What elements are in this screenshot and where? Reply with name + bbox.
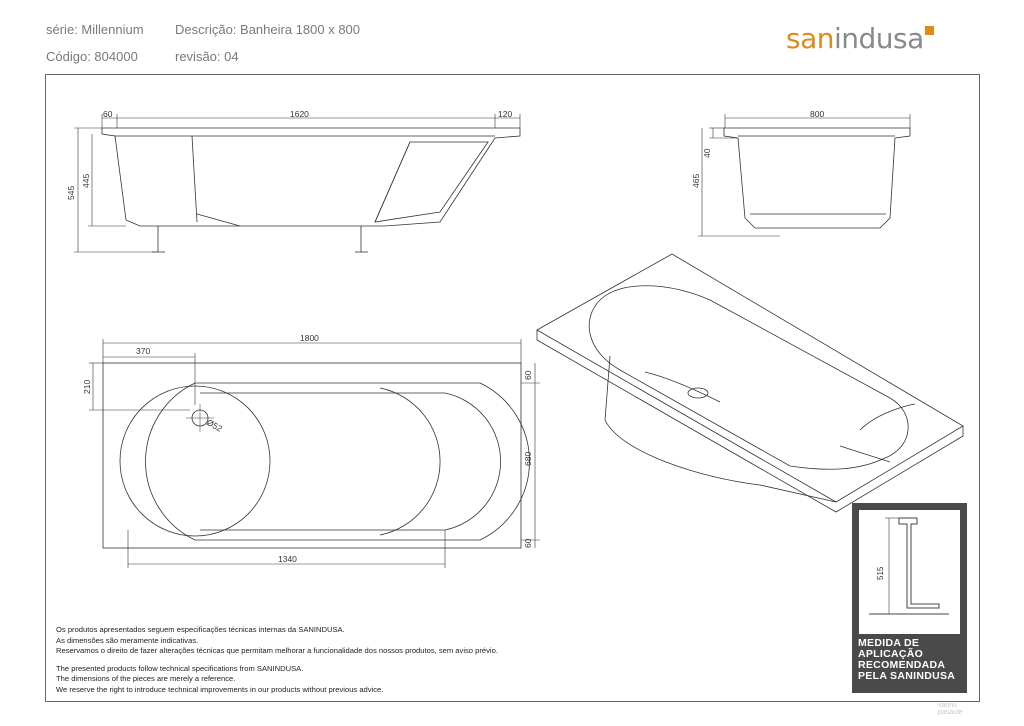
- logo-part-1: san: [786, 22, 835, 55]
- watermark: vannu pasaule: [938, 702, 963, 716]
- plan-dim-60-bottom: 60: [523, 538, 533, 548]
- plan-view: [89, 339, 540, 568]
- end-dim-800: 800: [810, 109, 824, 119]
- code-label: Código: 804000: [46, 49, 138, 64]
- side-view: [74, 114, 521, 253]
- drawing-frame: [45, 74, 980, 702]
- recommendation-line-1: MEDIDA DE: [858, 637, 920, 649]
- description-label: Descrição: Banheira 1800 x 800: [175, 22, 361, 37]
- note-pt-1: Os produtos apresentados seguem especifi…: [56, 625, 345, 634]
- plan-dim-1800: 1800: [300, 333, 319, 343]
- note-pt-3: Reservamos o direito de fazer alterações…: [56, 646, 498, 655]
- recommendation-line-4: PELA SANINDUSA: [858, 670, 956, 682]
- plan-dim-52: Ø52: [205, 417, 224, 434]
- side-dim-1620: 1620: [290, 109, 309, 119]
- plan-dim-1340: 1340: [278, 554, 297, 564]
- installation-height-diagram: 515: [859, 510, 960, 634]
- note-en-2: The dimensions of the pieces are merely …: [56, 674, 236, 683]
- watermark-line-1: vannu: [938, 702, 958, 709]
- recommendation-text: MEDIDA DE APLICAÇÃO RECOMENDADA PELA SAN…: [858, 638, 955, 682]
- recommendation-line-2: APLICAÇÃO: [858, 648, 924, 660]
- note-pt-2: As dimensões são meramente indicativas.: [56, 635, 199, 645]
- side-dim-545: 545: [66, 186, 76, 200]
- plan-dim-60-top: 60: [523, 370, 533, 380]
- end-view: [698, 114, 911, 237]
- revision-label: revisão: 04: [175, 49, 239, 64]
- end-dim-40: 40: [702, 148, 712, 158]
- note-en-1: The presented products follow technical …: [56, 663, 304, 673]
- note-en-3: We reserve the right to introduce techni…: [56, 684, 384, 694]
- recommendation-badge: 515 MEDIDA DE APLICAÇÃO RECOMENDADA PELA…: [852, 503, 967, 693]
- plan-dim-210: 210: [82, 380, 92, 394]
- sanindusa-logo: sanindusa: [786, 22, 934, 55]
- serie-label: série: Millennium: [46, 22, 144, 37]
- recommendation-line-3: RECOMENDADA: [858, 659, 946, 671]
- plan-dim-370: 370: [136, 346, 150, 356]
- side-dim-445: 445: [81, 174, 91, 188]
- logo-mark-icon: [924, 26, 934, 35]
- plan-dim-680: 680: [523, 452, 533, 466]
- watermark-line-2: pasaule: [938, 709, 963, 716]
- side-dim-60: 60: [103, 109, 113, 119]
- logo-part-2: indusa: [834, 22, 924, 55]
- end-dim-465: 465: [691, 174, 701, 188]
- isometric-view: [536, 253, 964, 513]
- recommended-height-515: 515: [876, 566, 885, 580]
- side-dim-120: 120: [498, 109, 512, 119]
- disclaimer-notes: Os produtos apresentados seguem especifi…: [56, 625, 498, 695]
